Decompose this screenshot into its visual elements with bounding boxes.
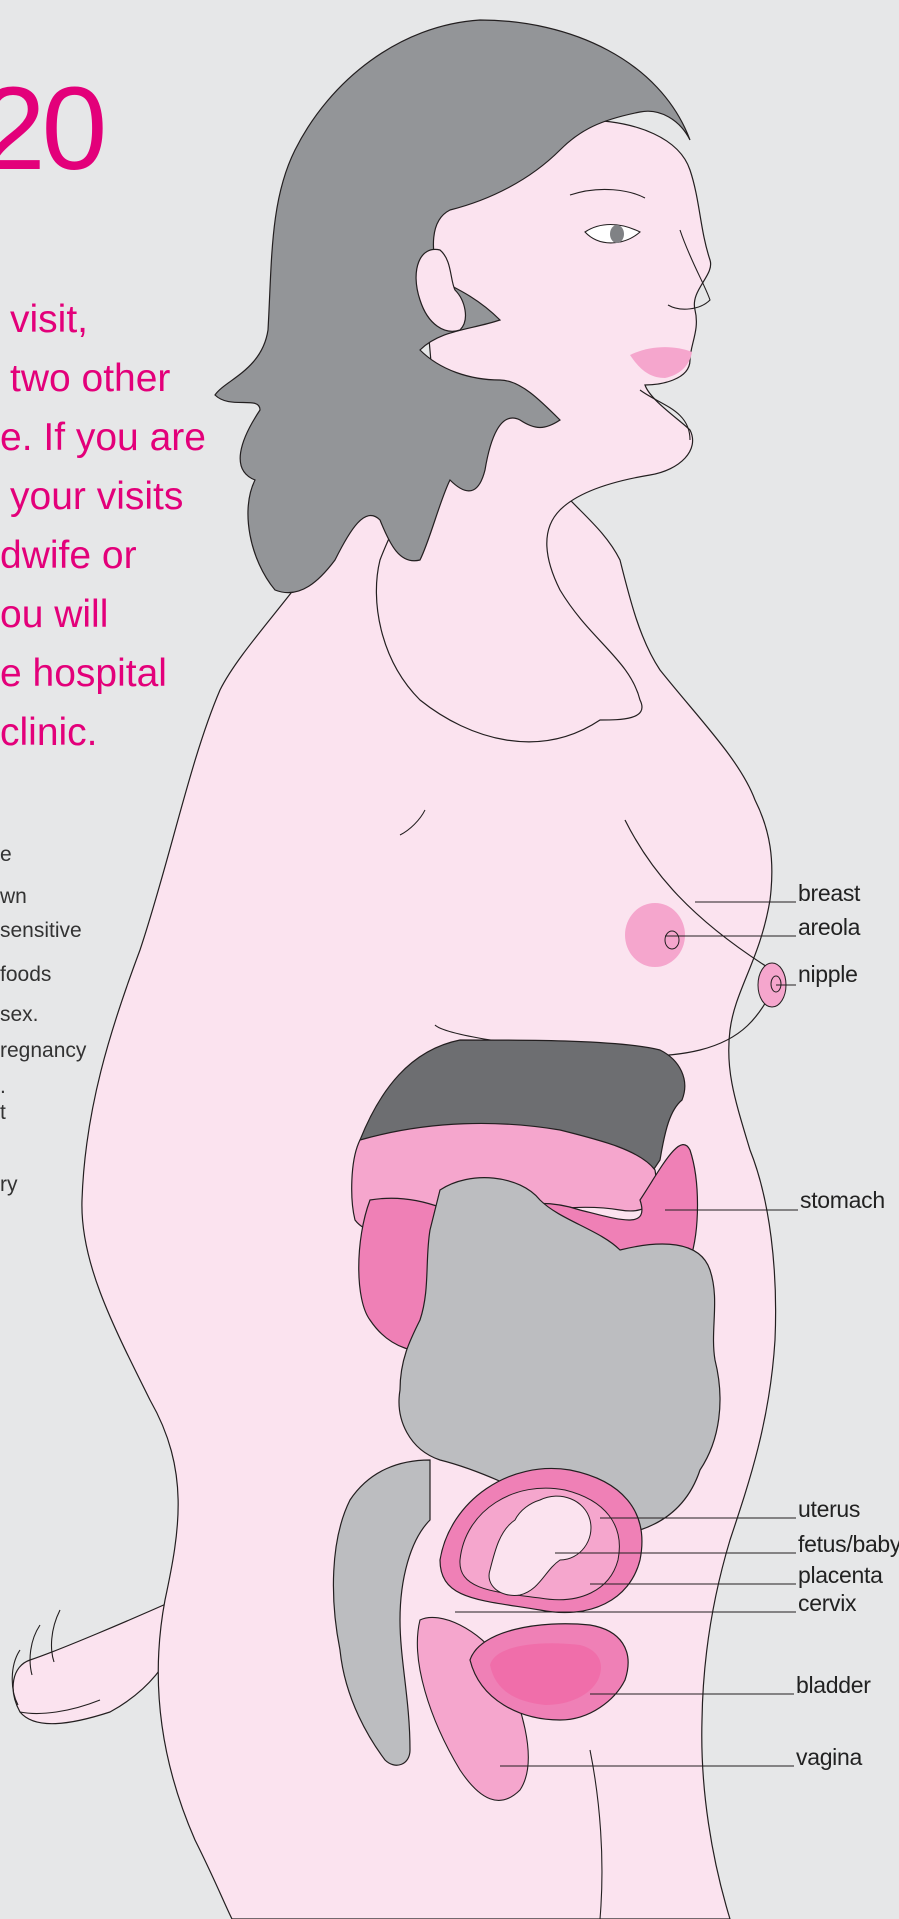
label-cervix: cervix — [798, 1590, 856, 1617]
label-fetus-baby: fetus/baby — [798, 1531, 899, 1558]
intro-line: dwife or — [0, 526, 206, 585]
note-line: sex. — [0, 1003, 39, 1027]
intro-line: two other — [0, 349, 206, 408]
intro-line: e. If you are — [0, 408, 206, 467]
page-number-heading: 20 — [0, 70, 103, 188]
label-breast: breast — [798, 880, 860, 907]
iris — [610, 225, 624, 243]
label-stomach: stomach — [800, 1187, 885, 1214]
note-line: ry — [0, 1173, 18, 1197]
label-bladder: bladder — [796, 1672, 871, 1699]
note-line: regnancy — [0, 1039, 86, 1063]
note-line: wn — [0, 885, 27, 909]
intro-line: visit, — [0, 290, 206, 349]
intro-line: your visits — [0, 467, 206, 526]
note-line: sensitive — [0, 919, 82, 943]
label-placenta: placenta — [798, 1562, 883, 1589]
note-line: foods — [0, 963, 51, 987]
label-uterus: uterus — [798, 1496, 860, 1523]
note-line: . — [0, 1075, 6, 1099]
note-line: e — [0, 843, 12, 867]
label-vagina: vagina — [796, 1744, 862, 1771]
intro-text: visit, two other e. If you are your visi… — [0, 290, 206, 762]
intro-line: e hospital — [0, 644, 206, 703]
label-nipple: nipple — [798, 961, 858, 988]
intro-line: ou will — [0, 585, 206, 644]
note-line: t — [0, 1101, 6, 1125]
areola-shape — [625, 903, 685, 967]
intro-line: clinic. — [0, 703, 206, 762]
label-areola: areola — [798, 914, 860, 941]
